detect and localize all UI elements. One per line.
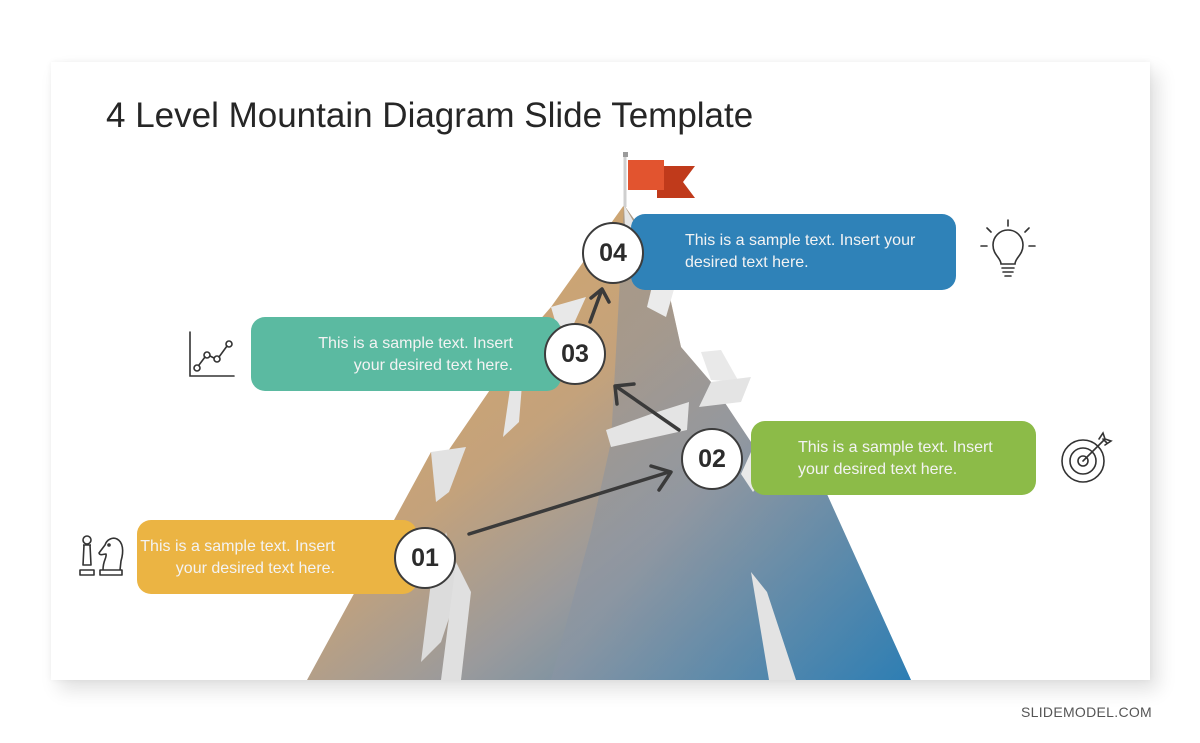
flag-pole-top xyxy=(623,152,628,157)
lightbulb-icon xyxy=(980,219,1036,277)
level-03-text: This is a sample text. Insert your desir… xyxy=(318,335,513,374)
arrow-03-04-head xyxy=(589,287,611,304)
chess-pieces-icon xyxy=(79,535,124,576)
snow-patch xyxy=(606,402,689,447)
level-04-badge: 04 xyxy=(582,222,644,284)
arrow-02-03 xyxy=(615,385,681,432)
target-dart-icon xyxy=(1061,431,1113,483)
level-04-textbox[interactable]: This is a sample text. Insert your desir… xyxy=(631,214,956,290)
arrow-03-04 xyxy=(588,290,603,324)
level-03-badge: 03 xyxy=(544,323,606,385)
slide: 4 Level Mountain Diagram Slide Template xyxy=(51,62,1150,680)
line-graph-icon xyxy=(189,331,235,377)
level-01-badge: 01 xyxy=(394,527,456,589)
level-02-text: This is a sample text. Insert your desir… xyxy=(798,439,993,478)
snow-patch xyxy=(701,350,739,382)
footer-watermark: SLIDEMODEL.COM xyxy=(1021,704,1152,720)
slide-title: 4 Level Mountain Diagram Slide Template xyxy=(106,96,754,135)
flag-tail xyxy=(657,166,695,198)
level-02-textbox[interactable]: This is a sample text. Insert your desir… xyxy=(751,421,1036,495)
arrow-01-02-head xyxy=(649,464,673,492)
snow-patch xyxy=(441,562,471,680)
level-04-text: This is a sample text. Insert your desir… xyxy=(685,232,916,271)
path-arrows xyxy=(467,287,681,536)
level-01-textbox[interactable]: This is a sample text. Insert your desir… xyxy=(137,520,417,594)
level-01-text: This is a sample text. Insert your desir… xyxy=(140,538,335,577)
arrow-02-03-head xyxy=(613,382,636,406)
snow-patch xyxy=(699,377,751,407)
snow-patch xyxy=(751,572,796,680)
level-03-textbox[interactable]: This is a sample text. Insert your desir… xyxy=(251,317,561,391)
flag-body xyxy=(628,160,664,190)
arrow-01-02 xyxy=(467,470,671,536)
level-02-badge: 02 xyxy=(681,428,743,490)
snow-patch xyxy=(551,297,586,330)
snow-patch xyxy=(431,447,466,502)
